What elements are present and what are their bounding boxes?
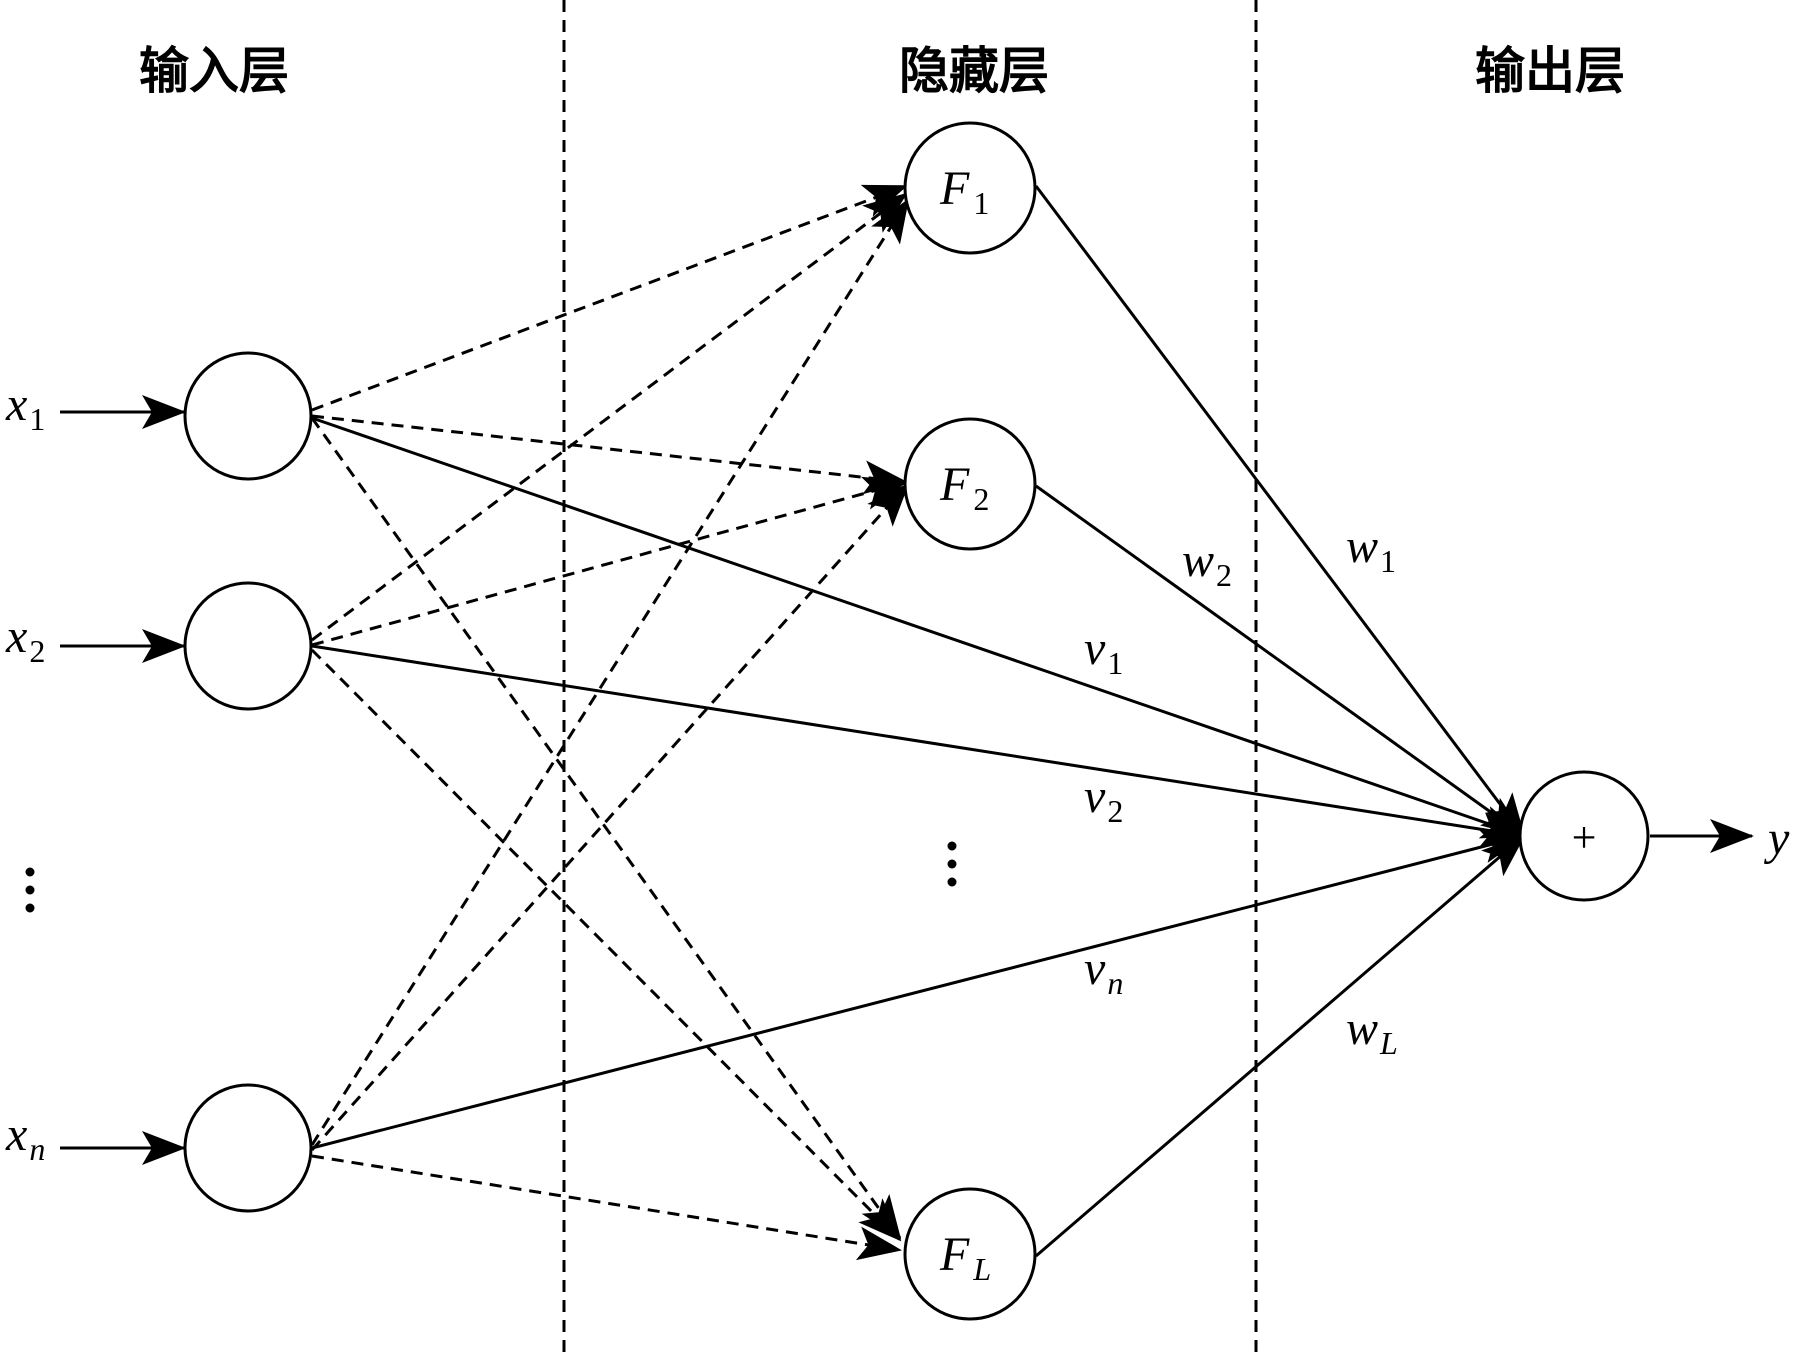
label-w2: w2 xyxy=(1182,534,1232,593)
edge-x1-fl xyxy=(310,417,902,1240)
label-xn-base: x xyxy=(5,1108,27,1161)
label-f2-base: F xyxy=(939,458,970,511)
label-xn: xn xyxy=(5,1108,45,1167)
edge-w1 xyxy=(1034,185,1526,838)
edge-w2 xyxy=(1035,484,1526,838)
edge-v1 xyxy=(311,416,1526,839)
hidden-node-fl xyxy=(903,1187,1037,1321)
label-vn-base: v xyxy=(1084,942,1106,995)
label-xn-sub: n xyxy=(29,1131,45,1167)
label-x2-base: x xyxy=(5,610,27,663)
label-wl: wL xyxy=(1346,1002,1398,1061)
label-w1-sub: 1 xyxy=(1380,543,1396,579)
v-edges xyxy=(311,416,1526,1150)
edge-x2-f2 xyxy=(311,476,908,647)
input-ellipsis xyxy=(25,867,35,913)
label-f1-sub: 1 xyxy=(973,185,989,221)
edge-wl xyxy=(1035,834,1526,1258)
label-v2-base: v xyxy=(1084,770,1106,823)
input-layer-header: 输入层 xyxy=(139,42,289,100)
edge-xn-f2 xyxy=(310,482,910,1152)
label-v2-sub: 2 xyxy=(1107,793,1123,829)
label-y: y xyxy=(1763,812,1790,865)
dashed-edges xyxy=(310,184,910,1261)
label-x1: x1 xyxy=(5,378,45,437)
label-v1-sub: 1 xyxy=(1107,645,1123,681)
label-w2-sub: 2 xyxy=(1216,557,1232,593)
edge-x2-f1 xyxy=(311,192,908,642)
label-wl-sub: L xyxy=(1379,1025,1398,1061)
edge-vn xyxy=(311,830,1526,1150)
label-wl-base: w xyxy=(1346,1002,1378,1055)
hidden-node-f1 xyxy=(903,121,1037,255)
label-fl-base: F xyxy=(939,1228,970,1281)
input-node-x2 xyxy=(183,581,313,711)
label-vn: vn xyxy=(1084,942,1123,1001)
edge-x2-fl xyxy=(310,648,902,1242)
label-w1: w1 xyxy=(1346,520,1396,579)
label-fl-sub: L xyxy=(972,1251,991,1287)
w-edges xyxy=(1034,185,1526,1258)
label-v1-base: v xyxy=(1084,622,1106,675)
hidden-layer-header: 隐藏层 xyxy=(899,42,1049,100)
input-node-xn xyxy=(183,1083,313,1213)
hidden-ellipsis xyxy=(947,841,957,887)
label-w1-base: w xyxy=(1346,520,1378,573)
edge-v2 xyxy=(311,644,1526,847)
edge-xn-fl xyxy=(311,1154,902,1261)
output-layer-header: 输出层 xyxy=(1475,42,1625,100)
output-sum-symbol: + xyxy=(1572,813,1597,862)
label-x2: x2 xyxy=(5,610,45,669)
hidden-node-f2 xyxy=(903,417,1037,551)
output-node-sum xyxy=(1518,770,1650,902)
edge-x1-f1 xyxy=(311,184,908,412)
label-v1: v1 xyxy=(1084,622,1123,681)
input-node-x1 xyxy=(183,351,313,481)
label-vn-sub: n xyxy=(1107,965,1123,1001)
edge-xn-f1 xyxy=(310,198,910,1146)
label-f2-sub: 2 xyxy=(973,481,989,517)
label-v2: v2 xyxy=(1084,770,1123,829)
label-f1-base: F xyxy=(939,162,970,215)
label-x1-base: x xyxy=(5,378,27,431)
label-w2-base: w xyxy=(1182,534,1214,587)
label-x2-sub: 2 xyxy=(29,633,45,669)
label-x1-sub: 1 xyxy=(29,401,45,437)
